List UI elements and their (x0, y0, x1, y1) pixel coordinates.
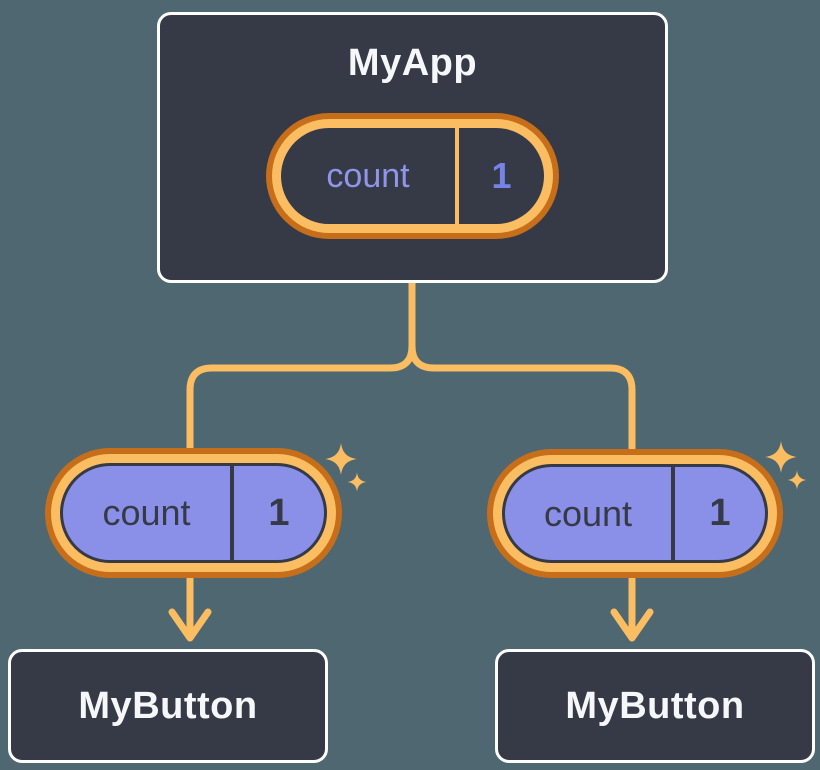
pill-divider (671, 467, 675, 560)
sparkle-icon (787, 470, 807, 490)
state-pill-root: count 1 (266, 113, 559, 239)
state-value: 1 (491, 155, 512, 196)
component-node-mybutton-right: MyButton (495, 649, 815, 763)
pill-divider (230, 466, 234, 560)
pill-divider (455, 128, 459, 224)
state-pill-left-child: count 1 (45, 448, 342, 578)
connector-left-branch (186, 279, 416, 452)
state-pill-body: count 1 (60, 463, 327, 563)
component-title: MyApp (347, 42, 478, 84)
arrow-left-head (168, 608, 212, 642)
sparkle-icon (325, 443, 357, 475)
state-label: count (326, 156, 410, 195)
state-pill-right-child: count 1 (487, 449, 783, 578)
state-pill-body: count 1 (502, 464, 768, 563)
component-node-myapp: MyApp count 1 (157, 12, 668, 283)
connector-right-branch (408, 279, 636, 452)
state-label: count (102, 492, 191, 533)
state-pill-body: count 1 (281, 128, 544, 224)
state-pill-ring: count 1 (51, 454, 336, 572)
state-label: count (543, 492, 633, 534)
state-pill-ring: count 1 (493, 455, 777, 572)
component-title: MyButton (78, 684, 258, 727)
component-node-mybutton-left: MyButton (8, 649, 328, 763)
component-title: MyButton (565, 684, 745, 727)
sparkle-icon (347, 472, 367, 492)
state-value: 1 (709, 492, 731, 534)
sparkle-icon (765, 441, 797, 473)
state-pill-ring: count 1 (272, 119, 553, 233)
state-value: 1 (268, 491, 290, 534)
arrow-right-head (610, 608, 654, 642)
